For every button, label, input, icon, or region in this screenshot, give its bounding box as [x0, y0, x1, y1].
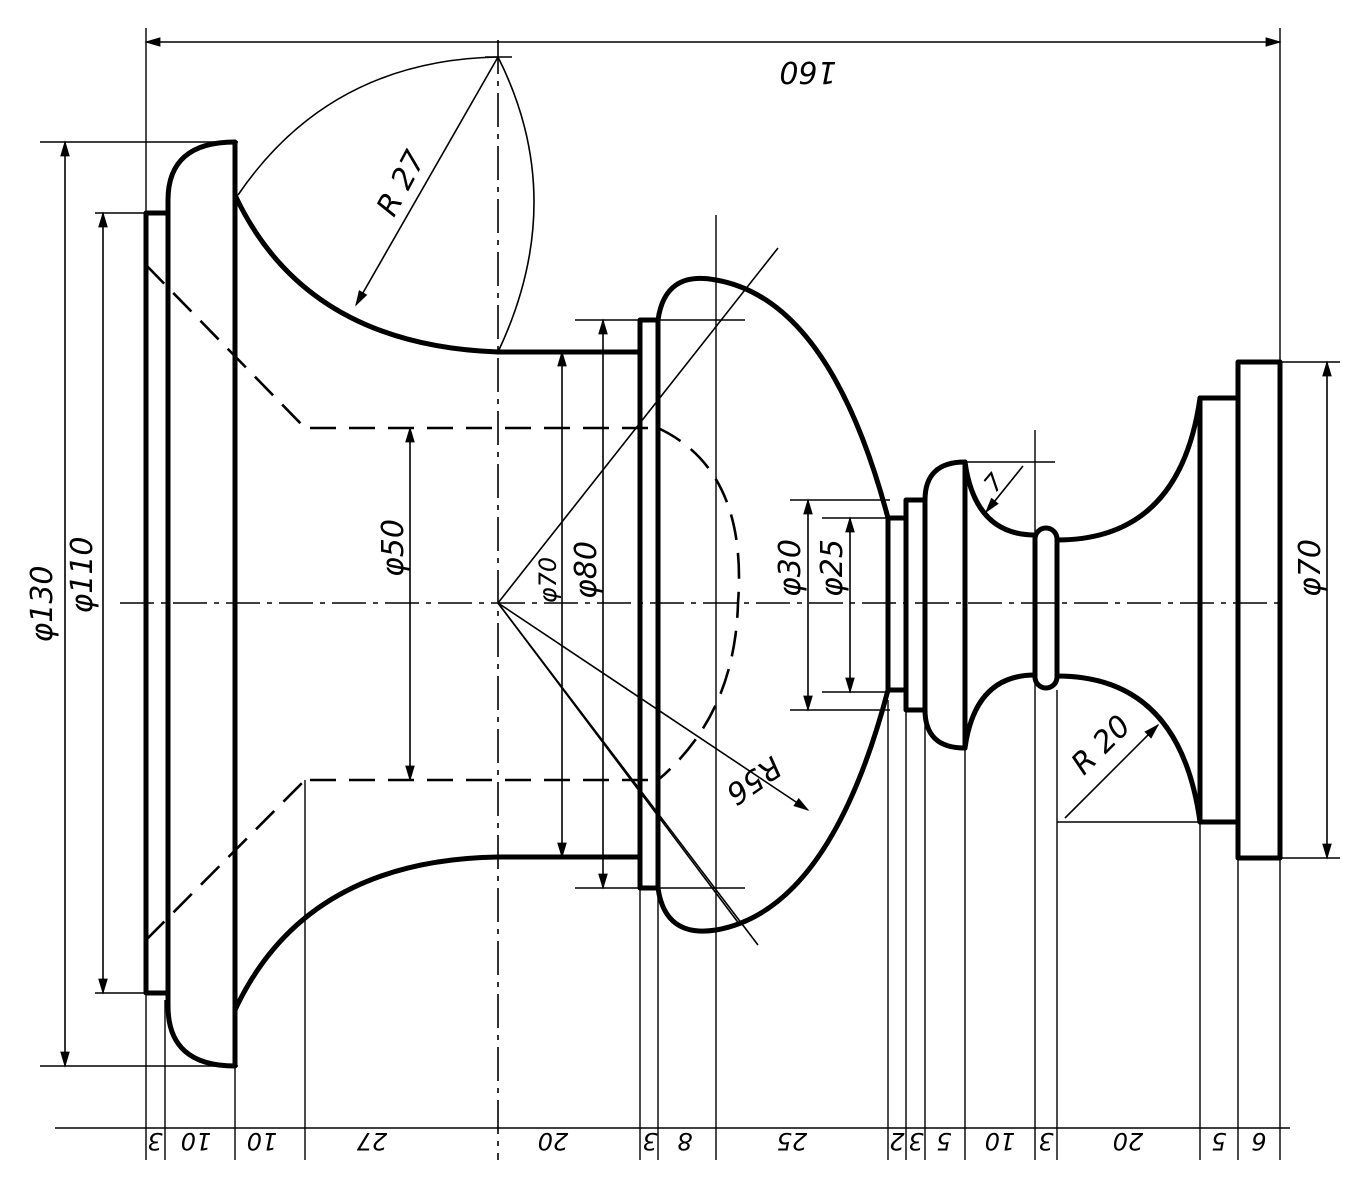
bottom-dim-1: 10	[181, 1127, 212, 1155]
bottom-dim-3: 27	[356, 1127, 387, 1155]
d30-label: φ30	[773, 539, 808, 597]
bottom-dim-11: 10	[985, 1127, 1016, 1155]
r20-label: R 20	[1065, 709, 1138, 782]
bottom-dim-0: 3	[147, 1127, 162, 1155]
bottom-dim-15: 6	[1251, 1127, 1266, 1155]
d80-label: φ80	[569, 541, 604, 599]
extension-lines	[145, 28, 1281, 1160]
bottom-dim-8: 2	[889, 1127, 904, 1155]
d70-inner-label: φ70	[534, 557, 562, 603]
part-outline	[143, 139, 1283, 1069]
bottom-dim-6: 8	[677, 1127, 692, 1155]
overall-length-label: 160	[779, 54, 836, 89]
bottom-dim-5: 3	[642, 1127, 657, 1155]
bottom-dim-12: 3	[1038, 1127, 1053, 1155]
d70-right-label: φ70	[1293, 539, 1328, 597]
bottom-dim-2: 10	[247, 1127, 278, 1155]
d50-label: φ50	[376, 519, 411, 577]
r27-label: R 27	[370, 145, 433, 222]
bottom-dim-7: 25	[777, 1127, 808, 1155]
r7-label: 7	[978, 467, 1010, 497]
bottom-dim-13: 20	[1113, 1127, 1144, 1155]
bottom-dim-9: 3	[908, 1127, 923, 1155]
d130-label: φ130	[25, 565, 60, 642]
bottom-dim-14: 5	[1211, 1127, 1226, 1155]
d25-label: φ25	[815, 539, 850, 597]
bottom-dimension-labels: 3 10 10 27 20 3 8 25 2 3 5 10 3 20 5 6	[147, 1127, 1266, 1155]
bottom-dim-10: 5	[936, 1127, 951, 1155]
hidden-lines	[145, 264, 741, 941]
d110-label: φ110	[65, 536, 100, 613]
bottom-dim-4: 20	[538, 1127, 569, 1155]
